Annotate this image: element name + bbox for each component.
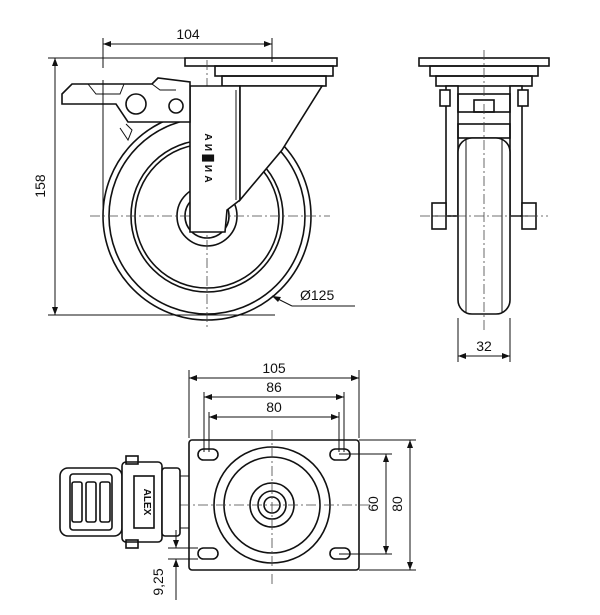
dimension-side-width: 104 [102,26,273,68]
label-plate-width-inner: 60 [365,496,381,512]
dimension-plate-width-inner: 60 [339,453,392,555]
side-fork-leg [189,85,241,233]
label-hole-spacing-outer: 86 [266,379,282,395]
dimension-plate-length: 105 [188,360,360,438]
dimension-bolt-hole: 9,25 [150,530,198,600]
top-view: 105 86 80 [59,360,416,600]
label-plate-width-outer: 80 [389,496,405,512]
side-fork-brace [239,85,324,203]
label-wheel-width: 32 [476,338,492,354]
side-brake-lever [61,77,191,142]
dimension-hole-spacing-inner: 80 [208,399,340,452]
label-plate-length: 105 [262,360,286,376]
label-side-width: 104 [176,26,200,42]
side-view: 104 158 A И █ И A [32,26,355,330]
label-wheel-diameter: Ø125 [300,287,334,303]
front-view: 32 [418,50,550,362]
top-brand-mark: ALEX [141,489,152,516]
dimension-plate-width-outer: 80 [359,439,416,571]
side-brand-mark: A И █ И A [201,133,215,182]
label-bolt-hole: 9,25 [150,568,166,595]
side-top-plate [184,57,338,67]
top-brake-pedal: ALEX [59,455,189,549]
side-bearing-ring [214,65,334,77]
mounting-holes [197,448,351,560]
label-hole-spacing-inner: 80 [266,399,282,415]
dimension-wheel-width: 32 [457,318,511,362]
dimension-hole-spacing-outer: 86 [203,379,345,452]
label-side-height: 158 [32,174,48,198]
dimension-wheel-diameter: Ø125 [271,287,355,307]
